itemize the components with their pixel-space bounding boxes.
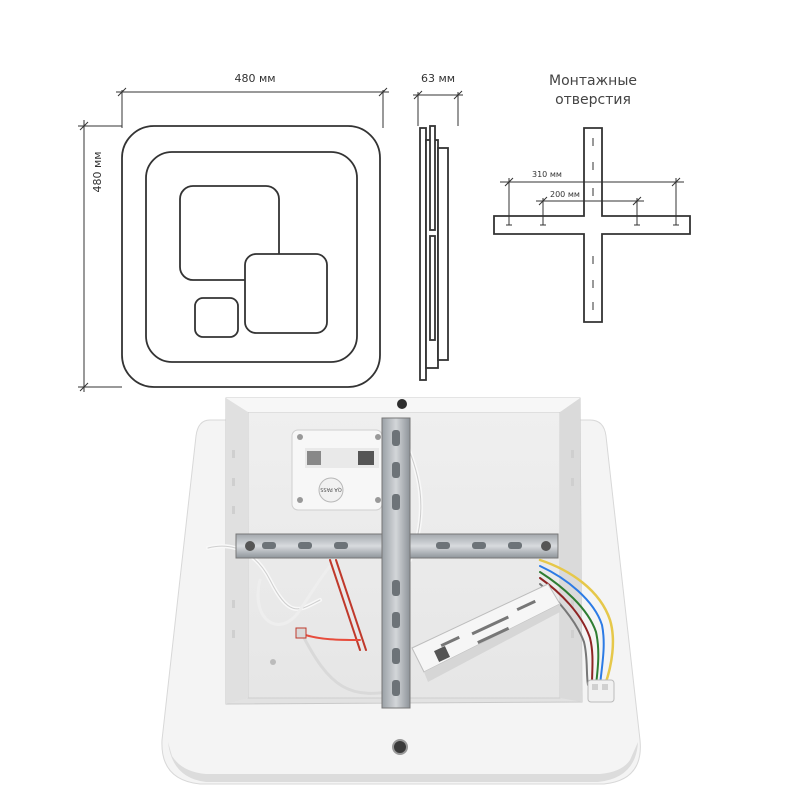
panel-medium xyxy=(244,253,328,334)
mounting-hole-marks xyxy=(506,138,679,310)
mounting-title-line2: отверстия xyxy=(555,92,631,108)
steel-bracket xyxy=(235,417,559,709)
side-bracket-top xyxy=(429,125,436,231)
height-label: 480 мм xyxy=(91,151,104,192)
product-photo: QA PASS xyxy=(161,397,641,785)
mounting-title-line1: Монтажные xyxy=(549,73,637,89)
side-diffuser xyxy=(437,147,449,361)
width-dimension: 480 мм xyxy=(116,72,389,128)
led-driver xyxy=(411,583,561,682)
side-bracket-bottom xyxy=(429,235,436,341)
inner-spacing-label: 200 мм xyxy=(550,190,580,199)
width-label: 480 мм xyxy=(234,72,275,85)
product-label: QA PASS xyxy=(291,429,383,511)
wire-connector xyxy=(587,679,615,703)
qa-pass-label: QA PASS xyxy=(320,486,341,492)
rim-screw-bottom xyxy=(392,739,408,755)
side-view-drawing: 63 мм xyxy=(413,72,463,381)
outer-spacing-label: 310 мм xyxy=(532,170,562,179)
panel-small xyxy=(194,297,239,338)
top-view-drawing: 480 мм 480 мм xyxy=(78,72,389,392)
height-dimension: 480 мм xyxy=(78,120,122,392)
mounting-holes-drawing: Монтажные отверстия 310 мм 200 мм xyxy=(493,73,691,323)
rim-screw-top xyxy=(397,399,407,409)
depth-label: 63 мм xyxy=(421,72,455,85)
mounting-cross xyxy=(493,127,691,323)
